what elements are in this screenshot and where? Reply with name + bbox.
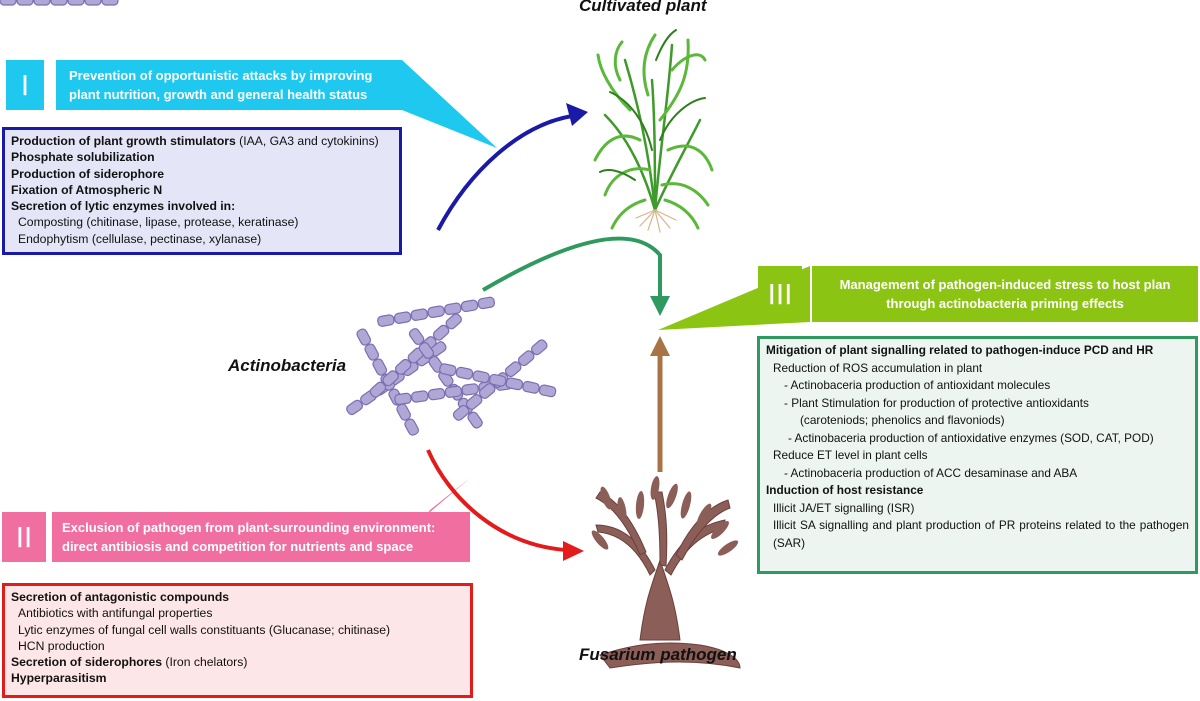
arrow-actino-to-plant [436, 103, 588, 231]
section-iii-banner: Management of pathogen-induced stress to… [812, 266, 1198, 322]
section-ii-line: Secretion of siderophores (Iron chelator… [11, 655, 248, 670]
section-iii-line: Illicit SA signalling and plant producti… [773, 518, 1189, 550]
section-ii-number: II [2, 512, 46, 562]
section-i-line: Phosphate solubilization [11, 150, 155, 165]
section-i-banner-line: plant nutrition, growth and general heal… [69, 87, 368, 102]
plant-title: Cultivated plant [579, 0, 707, 15]
section-iii-line: Mitigation of plant signalling related t… [766, 343, 1154, 357]
section-iii-line: - Actinobaceria production of antioxidat… [788, 430, 1154, 445]
section-iii-line: Reduce ET level in plant cells [773, 448, 928, 462]
section-iii-line: Illicit JA/ET signalling (ISR) [773, 500, 915, 515]
section-iii-line: (caroteniods; phenolics and flavoniods) [800, 413, 1005, 427]
fusarium-icon [591, 476, 741, 669]
arrow-actino-to-pathogen [426, 449, 584, 561]
fusarium-title: Fusarium pathogen [579, 645, 737, 664]
section-iii-line: Reduction of ROS accumulation in plant [773, 360, 983, 375]
section-iii-line: - Actinobaceria production of ACC desami… [784, 465, 1078, 480]
section-i-line: Production of plant growth stimulators (… [11, 134, 379, 148]
section-iii-line: Induction of host resistance [766, 483, 924, 497]
actinobacteria-icon [0, 0, 558, 438]
plant-icon [593, 29, 714, 233]
section-i-number: I [6, 60, 44, 110]
arrow-pathogen-to-stress [650, 336, 670, 472]
section-iii-banner-line: through actinobacteria priming effects [886, 296, 1124, 311]
section-ii-line: Hyperparasitism [11, 671, 107, 686]
actinobacteria-title: Actinobacteria [228, 356, 347, 375]
section-ii-line: Secretion of antagonistic compounds [11, 590, 230, 604]
section-i-line: Production of siderophore [11, 166, 165, 181]
section-ii-line: Lytic enzymes of fungal cell walls const… [18, 622, 391, 637]
section-i-line: Composting (chitinase, lipase, protease,… [18, 215, 299, 230]
section-iii-line: - Plant Stimulation for production of pr… [784, 395, 1089, 410]
section-iii-box: Mitigation of plant signalling related t… [757, 336, 1198, 574]
section-i-banner-line: Prevention of opportunistic attacks by i… [69, 68, 373, 83]
section-ii-banner-line: Exclusion of pathogen from plant-surroun… [62, 520, 436, 535]
section-iii-line: - Actinobaceria production of antioxidan… [784, 378, 1051, 392]
section-i-line: Endophytism (cellulase, pectinase, xylan… [18, 231, 262, 246]
section-ii-banner: Exclusion of pathogen from plant-surroun… [52, 512, 470, 562]
section-iii-banner-line: Management of pathogen-induced stress to… [839, 277, 1171, 292]
section-iii-number: III [758, 266, 802, 322]
section-ii-banner-line: direct antibiosis and competition for nu… [62, 539, 414, 554]
section-ii-box: Secretion of antagonistic compounds Anti… [2, 583, 473, 698]
section-i-line: Secretion of lytic enzymes involved in: [11, 199, 236, 214]
section-i-banner: Prevention of opportunistic attacks by i… [56, 60, 402, 110]
section-ii-line: Antibiotics with antifungal properties [18, 606, 213, 621]
section-i-line: Fixation of Atmospheric N [11, 182, 163, 197]
arrow-actino-to-stress [481, 236, 670, 316]
section-i-box: Production of plant growth stimulators (… [2, 127, 402, 255]
section-ii-line: HCN production [18, 638, 105, 653]
